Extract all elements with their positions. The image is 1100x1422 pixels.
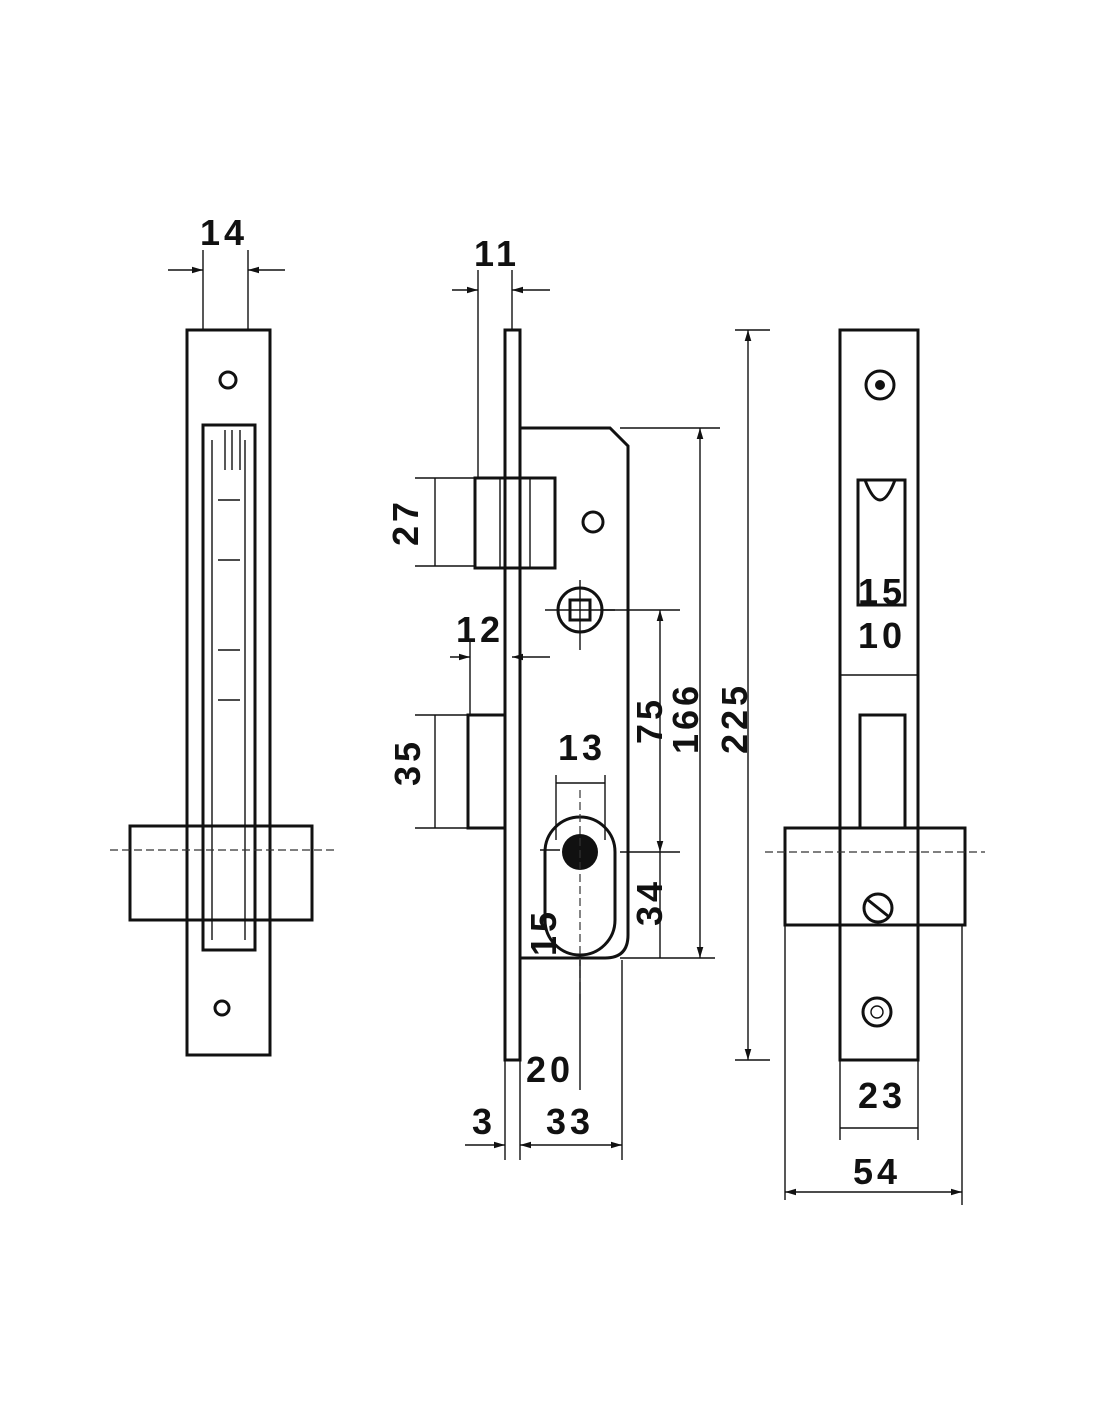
dim-10: 10 bbox=[858, 615, 906, 656]
dim-3: 3 bbox=[472, 1101, 496, 1142]
dim-15-strike: 15 bbox=[858, 571, 906, 612]
dim-12: 12 bbox=[456, 609, 504, 650]
dim-225: 225 bbox=[714, 682, 755, 754]
front-view: 11 27 12 35 13 75 166 225 34 15 20 3 33 bbox=[385, 233, 770, 1160]
dim-23: 23 bbox=[858, 1075, 906, 1116]
dim-166: 166 bbox=[665, 682, 706, 754]
side-view: 14 bbox=[110, 212, 335, 1057]
dim-15-cylinder: 15 bbox=[523, 908, 564, 956]
dim-14: 14 bbox=[200, 212, 248, 253]
dim-27: 27 bbox=[385, 498, 426, 546]
strike-view: 15 10 23 54 bbox=[765, 328, 985, 1205]
dim-35: 35 bbox=[387, 738, 428, 786]
dim-54: 54 bbox=[853, 1151, 901, 1192]
dim-13: 13 bbox=[558, 727, 606, 768]
dim-75: 75 bbox=[629, 696, 670, 744]
dim-11: 11 bbox=[474, 233, 520, 274]
dim-33: 33 bbox=[546, 1101, 594, 1142]
dim-34: 34 bbox=[629, 878, 670, 926]
dim-20: 20 bbox=[526, 1049, 574, 1090]
